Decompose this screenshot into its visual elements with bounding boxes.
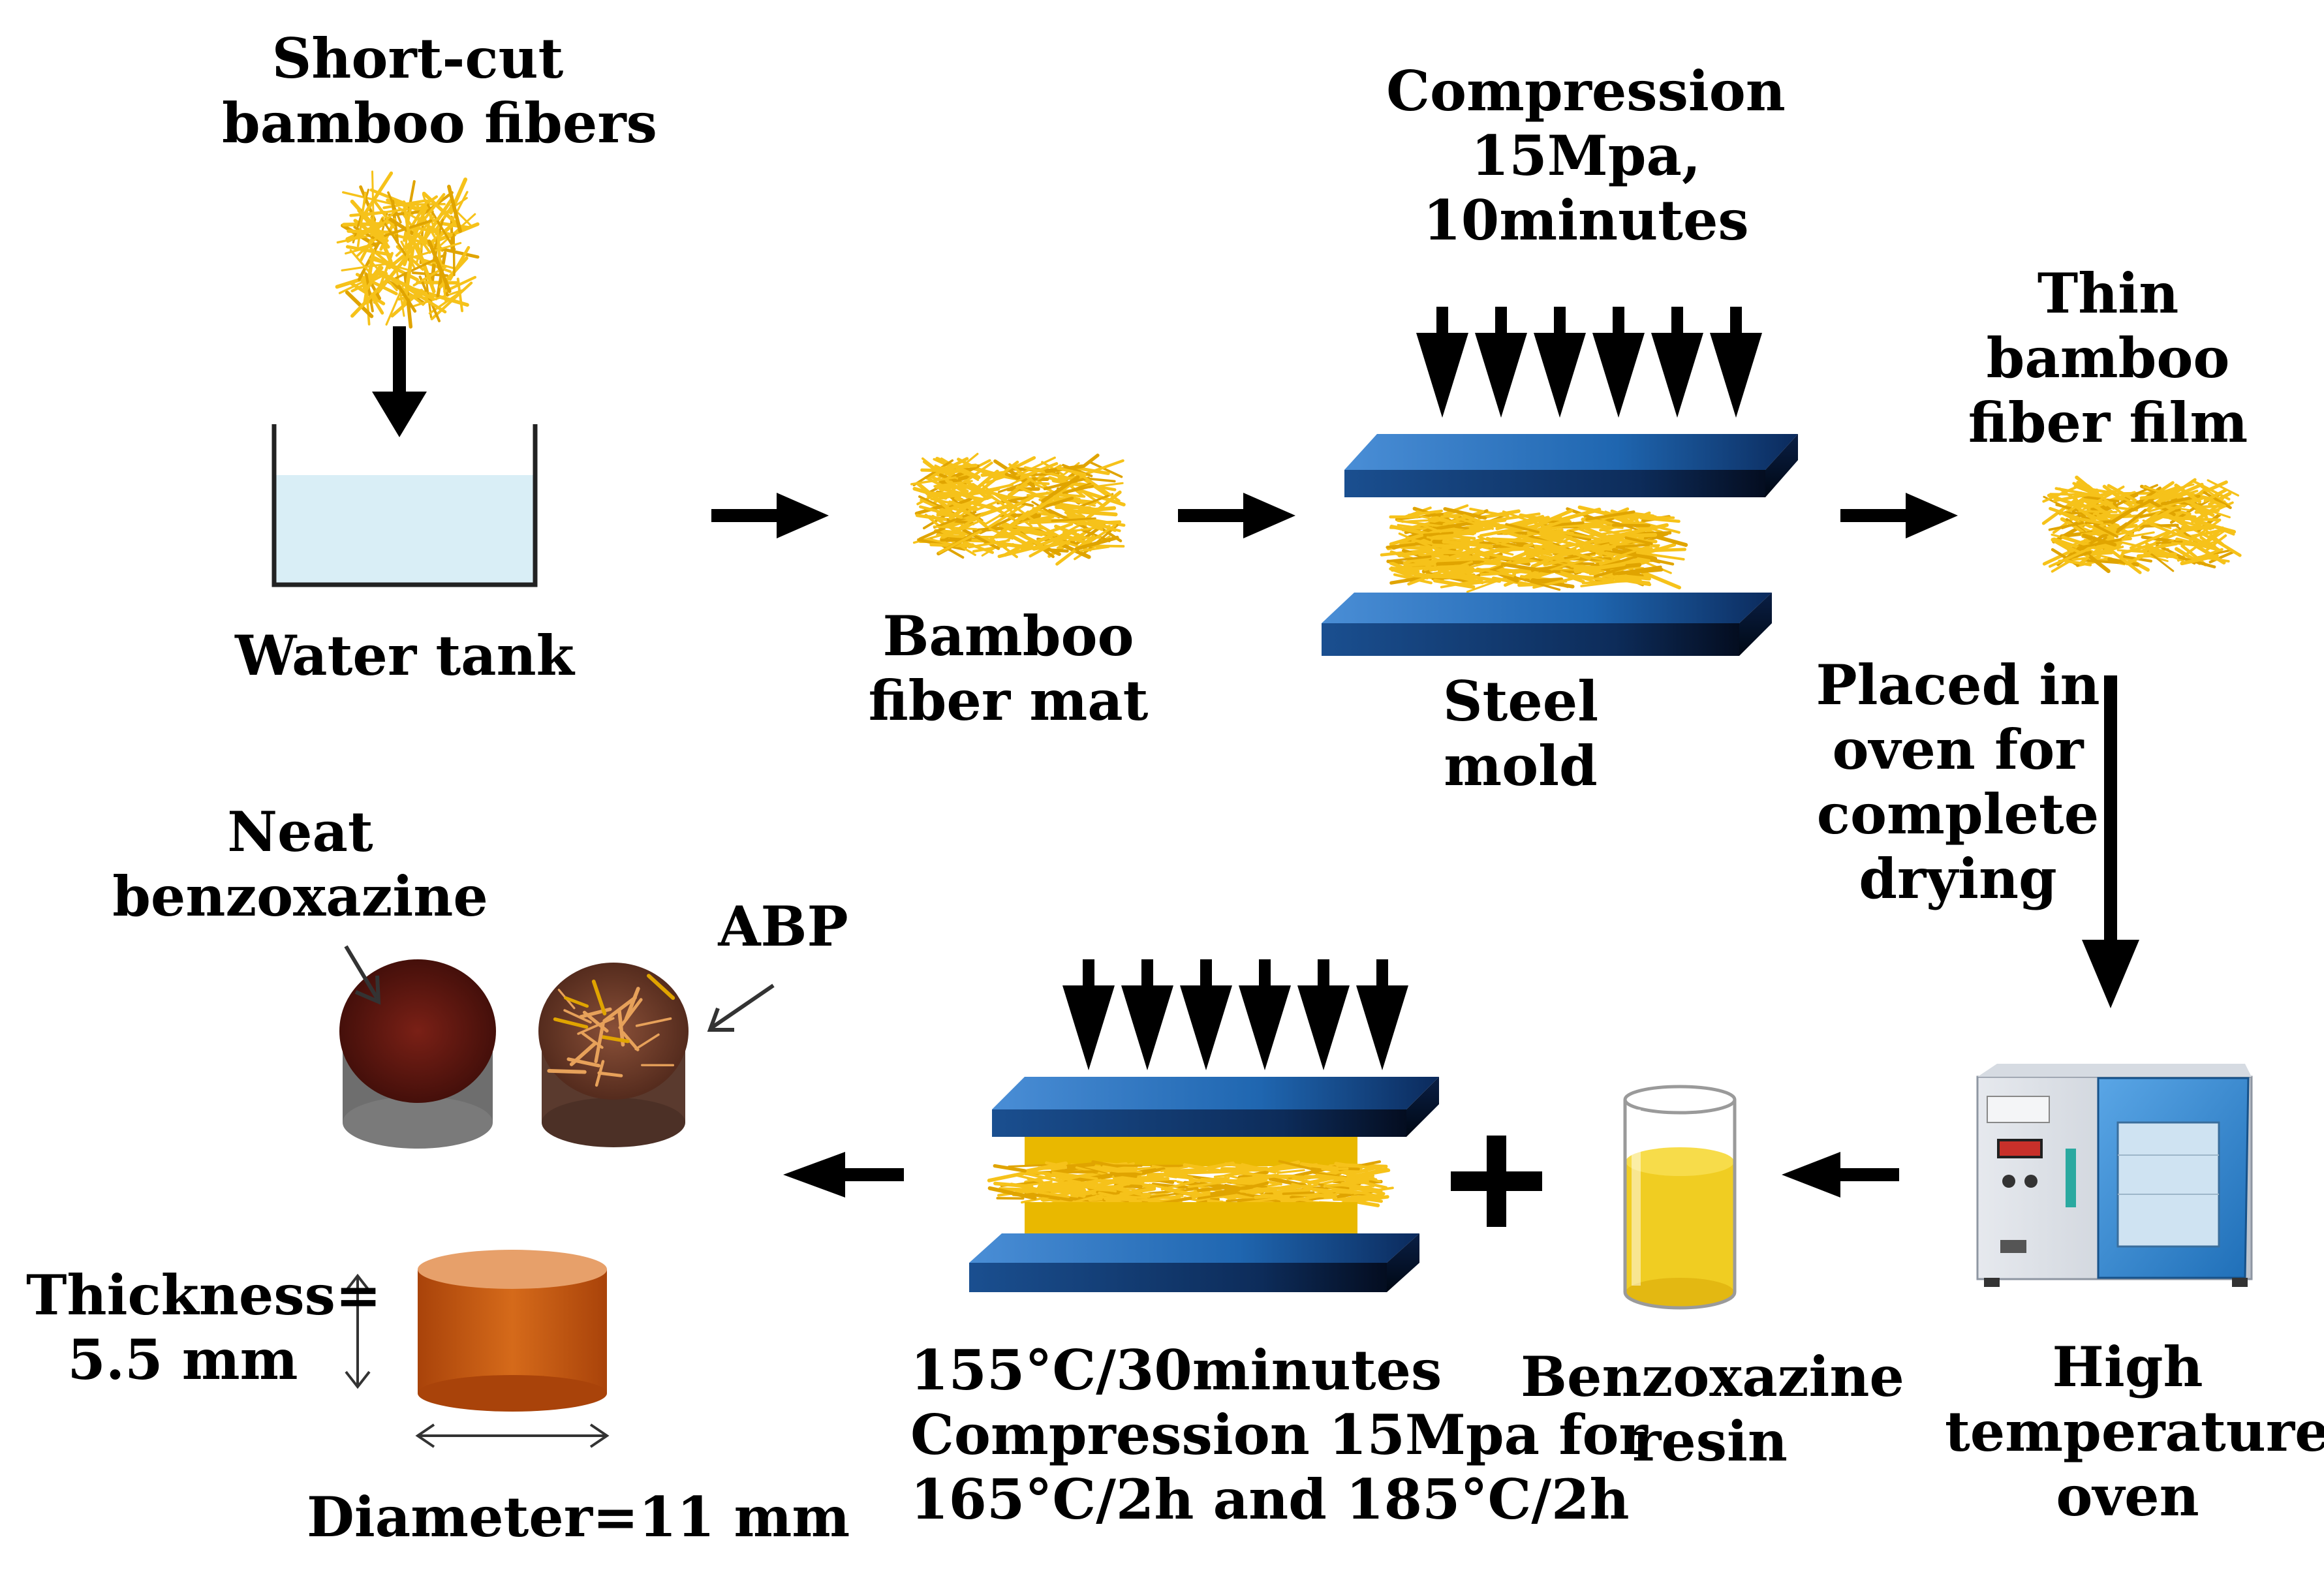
arrow-right-icon [1178,493,1295,538]
label-water-tank: Water tank [235,623,574,688]
steel-mold-icon [1322,434,1798,656]
neat-benzoxazine-sample-icon [339,959,496,1149]
arrow-left-icon [1782,1152,1899,1198]
water-tank-icon [271,424,538,587]
arrow-left-icon [783,1152,904,1198]
arrow-down-icon [2082,675,2139,1008]
label-abp: ABP [718,894,848,959]
cylinder-sample-icon [418,1250,607,1412]
thickness-dimension-icon [345,1273,371,1389]
resin-beaker-icon [1623,1085,1737,1310]
diameter-dimension-icon [415,1423,610,1448]
pointer-arrow-icon [344,945,775,1032]
arrow-right-icon [711,493,829,538]
oven-icon [1976,1064,2253,1287]
label-diameter: Diameter=11 mm [307,1485,850,1549]
shortcut-fibers-icon [335,170,480,329]
bamboo-fiber-mat-icon [910,452,1126,566]
thin-fiber-film-icon [2041,475,2242,574]
press-arrows-icon [1062,959,1408,1070]
label-thickness: Thickness=5.5 mm [26,1263,382,1393]
plus-icon [1451,1136,1542,1227]
steel-mold-icon [969,1077,1439,1292]
abp-sample-icon [538,963,689,1147]
arrow-right-icon [1840,493,1958,538]
press-arrows-icon [1416,307,1762,418]
arrow-down-icon [372,326,427,437]
